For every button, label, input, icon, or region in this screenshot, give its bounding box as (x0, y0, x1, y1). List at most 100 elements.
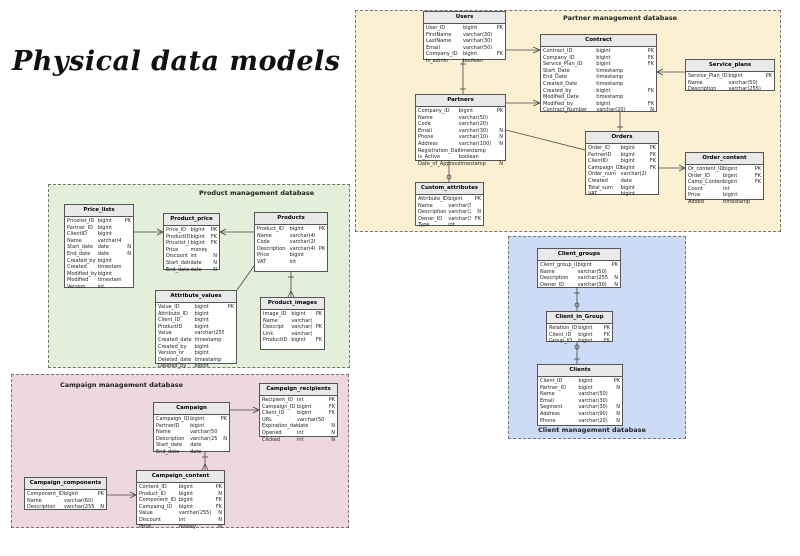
entity-name: Service_plans (686, 60, 774, 72)
field-name: Recipient_ID (262, 397, 294, 403)
field-type: bigint (178, 484, 194, 490)
field-type: bigint (194, 363, 209, 370)
field-key (646, 185, 656, 192)
field-type: bigint (97, 218, 112, 224)
entity-fields: Image_IDbigintPKNamevarchar(40)Descriptv… (261, 310, 324, 345)
field-name: Client_ID (549, 331, 572, 338)
field-key: FK (210, 233, 217, 240)
field-name: ProductID (166, 233, 191, 240)
entity-products[interactable]: ProductsProduct_IDbigintPKNamevarchar(40… (254, 212, 328, 272)
field-key: N (331, 429, 335, 436)
field-key (751, 186, 761, 193)
field-name: Discount (166, 253, 188, 260)
field-type: varchar(90) (578, 410, 608, 417)
field-key: N (218, 523, 222, 530)
field-type: bigint (462, 25, 478, 31)
field-key: PK (318, 226, 325, 232)
field-name: Price (139, 523, 152, 530)
field-key (610, 398, 620, 405)
entity-name: Client_groups (538, 249, 620, 261)
field-type: varchar(50) (462, 44, 493, 51)
field-type: money (190, 246, 207, 253)
field-name: Owner_ID (418, 215, 443, 222)
field-type: bigint (596, 61, 611, 68)
field-name: Start_date (166, 259, 191, 266)
field-type: timestamp (723, 198, 751, 205)
field-type: date (190, 259, 202, 266)
field-type: varchar(30) (462, 38, 493, 45)
field-type: bigint (728, 73, 743, 79)
field-name: Created_Date (543, 80, 578, 87)
field-type: bigint (289, 226, 304, 232)
field-key: N (616, 404, 620, 411)
field-key (493, 154, 503, 161)
field-type: varchar(40) (97, 237, 121, 244)
field-name: Start_date (67, 244, 93, 251)
field-name: Code (418, 121, 431, 128)
field-name: Contract_Number (543, 107, 588, 114)
field-name: Description (418, 209, 447, 216)
field-type: bigint (97, 231, 112, 238)
field-key (315, 239, 325, 246)
field-name: Description (257, 245, 286, 252)
field-name: Client_group_ID (540, 262, 578, 268)
field-type: varchar(255) (194, 330, 224, 337)
field-key: N (614, 281, 618, 288)
field-name: Version_nr (158, 350, 185, 357)
field-name: User_ID (426, 25, 446, 31)
field-type: bigint (190, 227, 205, 233)
field-name: Product_ID (139, 490, 166, 497)
field-name: Attribute_ID (418, 196, 448, 202)
entity-name: Campaign_recipients (260, 384, 337, 396)
field-name: Name (263, 317, 278, 324)
field-key: PK (474, 196, 481, 202)
field-name: ClientID (67, 231, 87, 238)
field-key (224, 324, 234, 331)
field-key (121, 258, 131, 265)
field-key (224, 337, 234, 344)
field-type: bigint (620, 191, 635, 198)
field-name: Type (418, 222, 430, 229)
field-name: Group_ID (549, 338, 573, 345)
field-key: N (331, 436, 335, 443)
